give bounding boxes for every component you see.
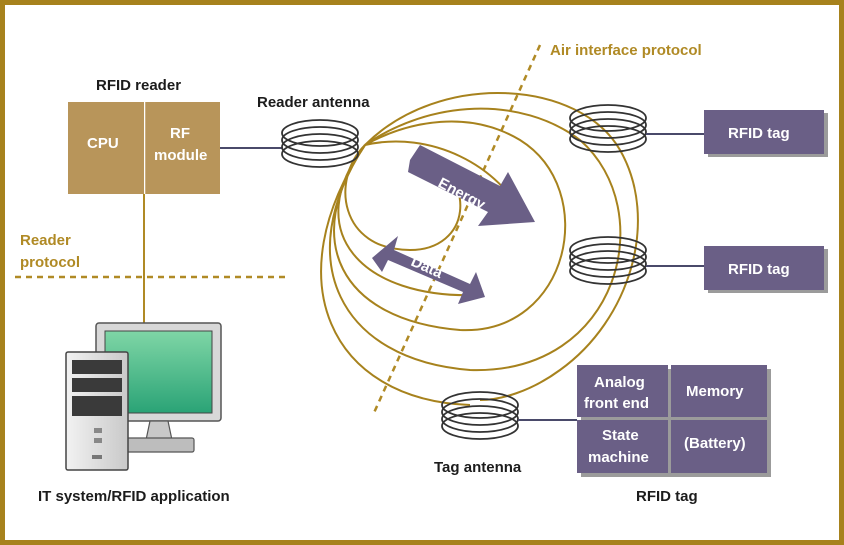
rfid-tag-label-2: RFID tag [728, 261, 790, 278]
rf-module-block [146, 102, 220, 194]
computer-icon [65, 322, 222, 471]
cpu-label: CPU [87, 135, 119, 152]
rfid-chip [577, 365, 771, 477]
state-label-2: machine [588, 449, 649, 466]
reader-antenna-coil [281, 119, 359, 168]
chip-rfid-tag-label: RFID tag [636, 488, 698, 505]
tag-antenna-label: Tag antenna [434, 459, 522, 476]
battery-label: (Battery) [684, 435, 746, 452]
reader-protocol-label-1: Reader [20, 232, 71, 249]
data-arrow [372, 236, 485, 304]
analog-label-2: front end [584, 395, 649, 412]
air-interface-line [371, 44, 542, 416]
reader-protocol-label-2: protocol [20, 254, 80, 271]
cpu-block [68, 102, 144, 194]
module-label: module [154, 147, 207, 164]
rf-label: RF [170, 125, 190, 142]
analog-block [577, 365, 668, 417]
memory-block [671, 365, 767, 417]
analog-label-1: Analog [594, 374, 645, 391]
tag-antenna-coil-1 [569, 104, 647, 153]
tag-antenna-coil-3 [441, 391, 519, 440]
it-system-label: IT system/RFID application [38, 488, 230, 505]
tag-antenna-coil-2 [569, 236, 647, 285]
memory-label: Memory [686, 383, 744, 400]
battery-block [671, 420, 767, 473]
rfid-tag-label-1: RFID tag [728, 125, 790, 142]
energy-arrow [408, 145, 535, 226]
reader-antenna-label: Reader antenna [257, 94, 370, 111]
field-loops [320, 91, 639, 406]
air-protocol-label: Air interface protocol [550, 42, 702, 59]
rfid-reader [68, 102, 220, 194]
reader-title: RFID reader [96, 77, 181, 94]
state-block [577, 420, 668, 473]
state-label-1: State [602, 427, 639, 444]
